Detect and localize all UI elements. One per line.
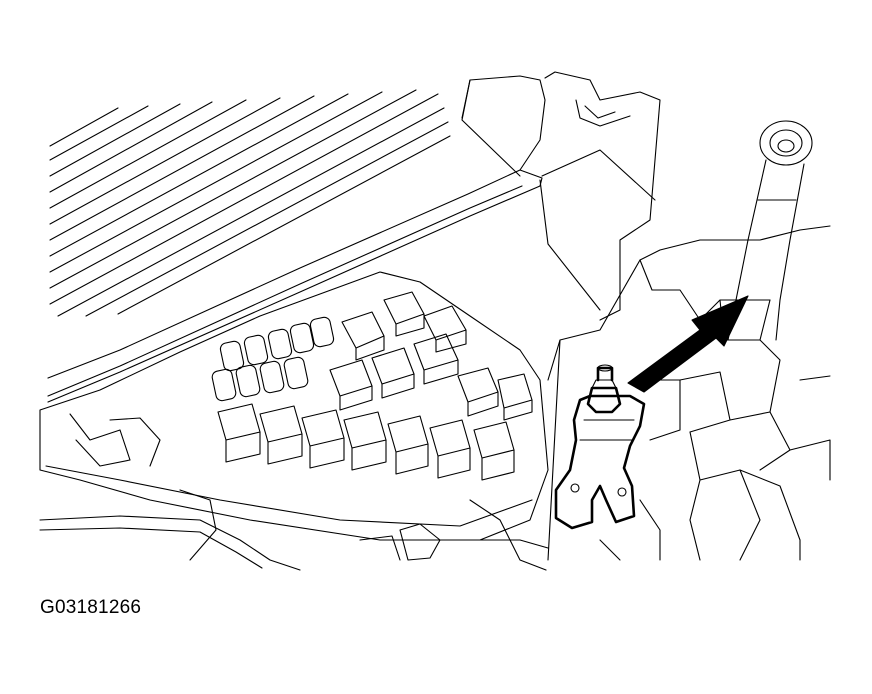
fuse-relay-box — [39, 271, 549, 541]
mini-fuse-row-upper — [219, 316, 335, 372]
ground-bracket — [554, 394, 646, 530]
callout-arrow — [627, 295, 749, 393]
mini-fuse-row-lower — [211, 356, 309, 402]
figure-code: G03181266 — [40, 597, 142, 618]
relay-blocks — [217, 291, 533, 481]
bracket-nut — [586, 364, 622, 414]
cover-ribs — [49, 89, 451, 317]
air-cleaner-cover — [47, 71, 661, 403]
lower-harness — [39, 489, 549, 571]
